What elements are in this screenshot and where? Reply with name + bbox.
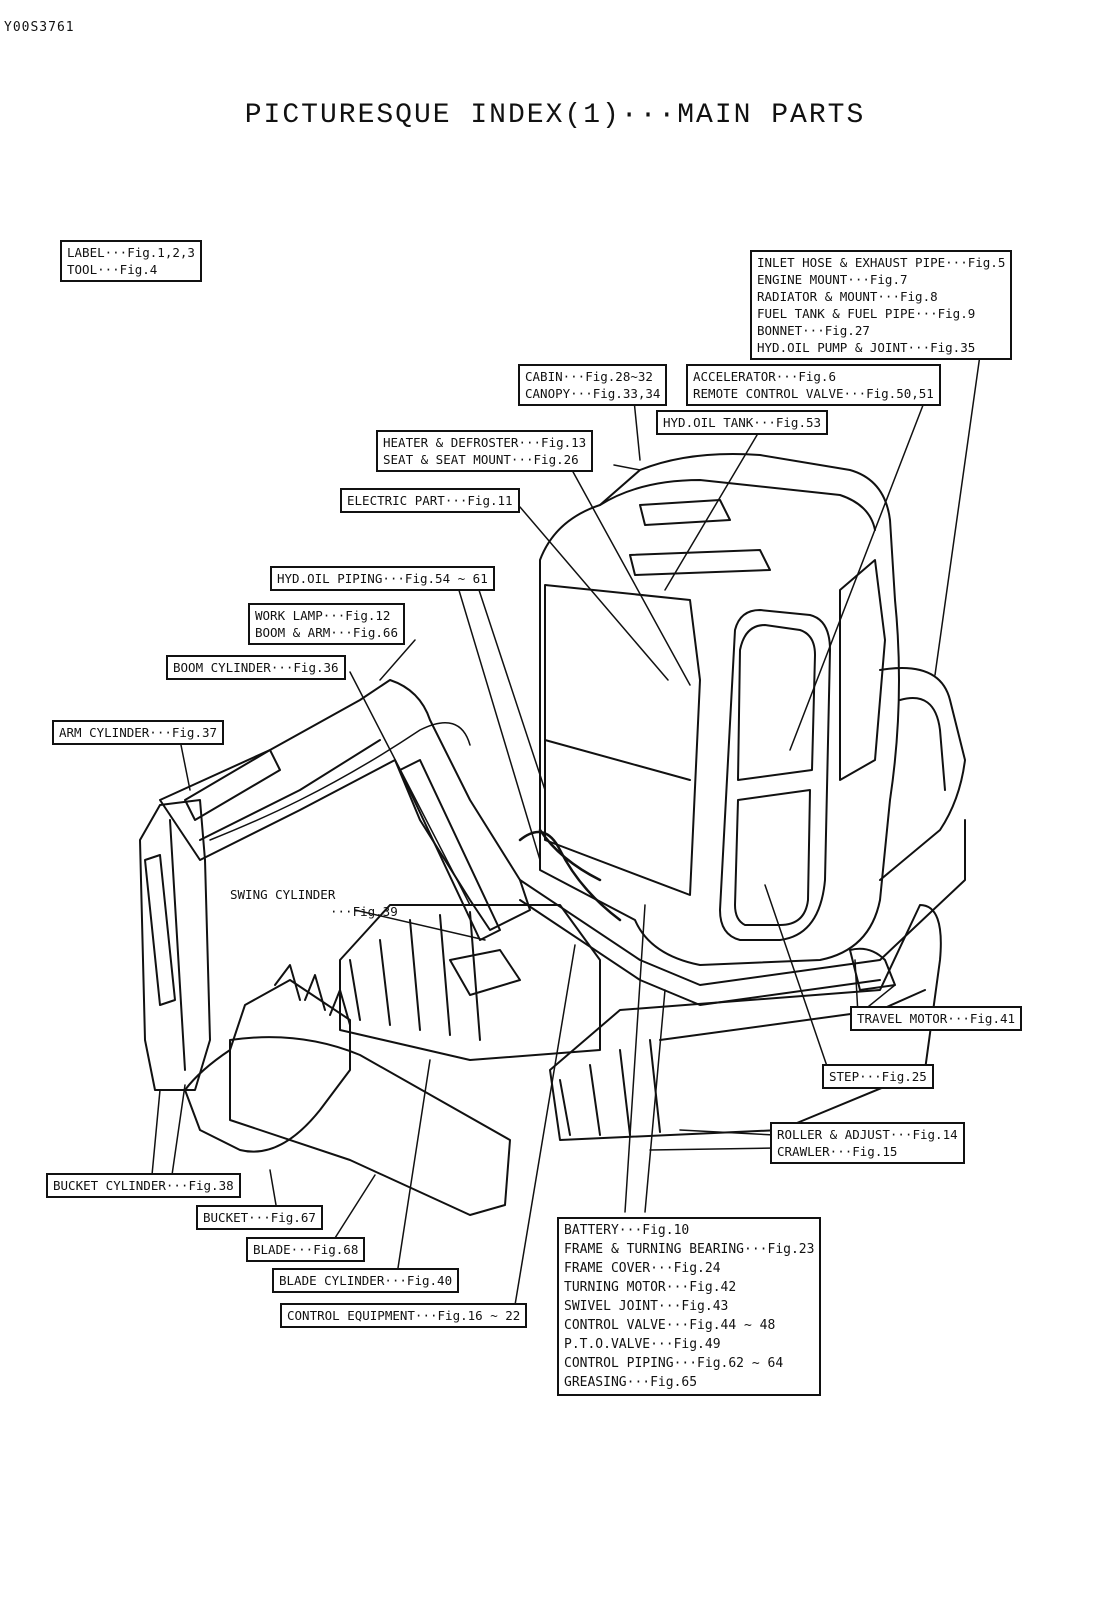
label-tool-box: LABEL···Fig.1,2,3 TOOL···Fig.4 <box>60 240 202 282</box>
engine-cover-panel <box>899 697 946 791</box>
side-window <box>839 559 886 781</box>
window-divider <box>544 739 691 781</box>
heater-box: HEATER & DEFROSTER···Fig.13 SEAT & SEAT … <box>376 430 594 472</box>
battery-line: BATTERY···Fig.10 <box>564 1223 690 1238</box>
boom-cylinder <box>399 759 501 941</box>
bucket <box>184 979 351 1153</box>
bucket-teeth <box>274 964 351 1026</box>
door-window-lower <box>734 789 811 926</box>
cabin-roof <box>599 479 876 531</box>
swing-cylinder-line: SWING CYLINDER <box>230 887 336 902</box>
boom-arm-line: BOOM & ARM···Fig.66 <box>255 625 398 640</box>
arm-cylinder <box>184 749 281 821</box>
accelerator-line: ACCELERATOR···Fig.6 <box>693 369 836 384</box>
bucket-cylinder <box>144 854 176 1006</box>
swing-cylinder-fig: ···Fig.39 <box>330 904 398 919</box>
radiator-line: RADIATOR & MOUNT···Fig.8 <box>757 289 938 304</box>
travel-motor-line: TRAVEL MOTOR···Fig.41 <box>857 1011 1016 1026</box>
travel-motor <box>849 947 896 991</box>
frame-bearing-line: FRAME & TURNING BEARING···Fig.23 <box>564 1242 815 1257</box>
inlet-hose-line: INLET HOSE & EXHAUST PIPE···Fig.5 <box>757 255 1006 270</box>
engine-cover <box>879 667 966 881</box>
left-crawler <box>339 904 601 1061</box>
tool-line: TOOL···Fig.4 <box>67 262 158 277</box>
control-equipment-box: CONTROL EQUIPMENT···Fig.16 ~ 22 <box>280 1303 528 1328</box>
frame-group-box: BATTERY···Fig.10 FRAME & TURNING BEARING… <box>557 1217 822 1396</box>
boom-inner <box>199 739 381 841</box>
control-valve-line: CONTROL VALVE···Fig.44 ~ 48 <box>564 1318 776 1333</box>
cabin-roof-vent <box>639 499 731 526</box>
boom <box>159 679 531 931</box>
electric-box: ELECTRIC PART···Fig.11 <box>340 488 520 513</box>
canopy-line: CANOPY···Fig.33,34 <box>525 386 661 401</box>
bonnet-line: BONNET···Fig.27 <box>757 323 870 338</box>
pto-valve-line: P.T.O.VALVE···Fig.49 <box>564 1337 721 1352</box>
hoses <box>518 828 622 922</box>
bucket-cylinder-box: BUCKET CYLINDER···Fig.38 <box>46 1173 241 1198</box>
blade-box: BLADE···Fig.68 <box>246 1237 366 1262</box>
frame-cover-line: FRAME COVER···Fig.24 <box>564 1261 721 1276</box>
cabin-roof-vent-2 <box>629 549 771 576</box>
greasing-line: GREASING···Fig.65 <box>564 1375 698 1390</box>
upper-frame-lower <box>519 899 881 1006</box>
accelerator-box: ACCELERATOR···Fig.6 REMOTE CONTROL VALVE… <box>686 364 941 406</box>
door-window-upper <box>737 624 816 781</box>
hyd-oil-tank-line: HYD.OIL TANK···Fig.53 <box>663 415 822 430</box>
upper-frame <box>519 819 966 986</box>
control-piping-line: CONTROL PIPING···Fig.62 ~ 64 <box>564 1356 784 1371</box>
cabin-outline <box>539 453 900 966</box>
bucket-box: BUCKET···Fig.67 <box>196 1205 323 1230</box>
turning-motor-line: TURNING MOTOR···Fig.42 <box>564 1280 737 1295</box>
blade <box>229 1036 511 1216</box>
left-crawler-treads <box>349 911 481 1041</box>
engine-mount-line: ENGINE MOUNT···Fig.7 <box>757 272 908 287</box>
cabin-box: CABIN···Fig.28~32 CANOPY···Fig.33,34 <box>518 364 668 406</box>
page-title: PICTURESQUE INDEX(1)···MAIN PARTS <box>244 100 866 131</box>
arm-cylinder-box: ARM CYLINDER···Fig.37 <box>52 720 225 745</box>
arm-cylinder-line: ARM CYLINDER···Fig.37 <box>59 725 218 740</box>
cabin-line: CABIN···Fig.28~32 <box>525 369 653 384</box>
bucket-line: BUCKET···Fig.67 <box>203 1210 316 1225</box>
swivel-joint-line: SWIVEL JOINT···Fig.43 <box>564 1299 729 1314</box>
heater-line: HEATER & DEFROSTER···Fig.13 <box>383 435 587 450</box>
hyd-oil-piping-line: HYD.OIL PIPING···Fig.54 ~ 61 <box>277 571 488 586</box>
roller-box: ROLLER & ADJUST···Fig.14 CRAWLER···Fig.1… <box>770 1122 965 1164</box>
roller-line: ROLLER & ADJUST···Fig.14 <box>777 1127 958 1142</box>
hyd-oil-tank-box: HYD.OIL TANK···Fig.53 <box>656 410 829 435</box>
work-lamp-box: WORK LAMP···Fig.12 BOOM & ARM···Fig.66 <box>248 603 405 645</box>
label-line: LABEL···Fig.1,2,3 <box>67 245 195 260</box>
arm <box>139 799 211 1091</box>
step-box: STEP···Fig.25 <box>822 1064 934 1089</box>
crawler-line: CRAWLER···Fig.15 <box>777 1144 898 1159</box>
swing-cylinder-label: SWING CYLINDER ···Fig.39 <box>225 884 403 922</box>
blade-cylinder-box: BLADE CYLINDER···Fig.40 <box>272 1268 460 1293</box>
step-line: STEP···Fig.25 <box>829 1069 927 1084</box>
hydraulic-hose-boom <box>209 722 471 841</box>
control-equipment-line: CONTROL EQUIPMENT···Fig.16 ~ 22 <box>287 1308 521 1323</box>
travel-motor-box: TRAVEL MOTOR···Fig.41 <box>850 1006 1023 1031</box>
remote-control-valve-line: REMOTE CONTROL VALVE···Fig.50,51 <box>693 386 934 401</box>
bucket-cylinder-line: BUCKET CYLINDER···Fig.38 <box>53 1178 234 1193</box>
boom-cylinder-line: BOOM CYLINDER···Fig.36 <box>173 660 339 675</box>
hyd-oil-pump-line: HYD.OIL PUMP & JOINT···Fig.35 <box>757 340 976 355</box>
hyd-oil-piping-box: HYD.OIL PIPING···Fig.54 ~ 61 <box>270 566 495 591</box>
right-crawler-treads <box>559 1039 661 1136</box>
seat-line: SEAT & SEAT MOUNT···Fig.26 <box>383 452 579 467</box>
boom-cylinder-box: BOOM CYLINDER···Fig.36 <box>166 655 346 680</box>
leader-lines <box>151 354 981 1306</box>
fuel-tank-line: FUEL TANK & FUEL PIPE···Fig.9 <box>757 306 976 321</box>
arm-inner <box>169 819 186 1071</box>
swing-bracket <box>449 949 521 996</box>
blade-cylinder-line: BLADE CYLINDER···Fig.40 <box>279 1273 453 1288</box>
cabin-door <box>719 609 831 941</box>
document-code: Y00S3761 <box>4 20 75 35</box>
front-window <box>544 584 701 896</box>
electric-line: ELECTRIC PART···Fig.11 <box>347 493 513 508</box>
blade-line: BLADE···Fig.68 <box>253 1242 359 1257</box>
engine-group-box: INLET HOSE & EXHAUST PIPE···Fig.5 ENGINE… <box>750 250 1013 360</box>
work-lamp-line: WORK LAMP···Fig.12 <box>255 608 391 623</box>
